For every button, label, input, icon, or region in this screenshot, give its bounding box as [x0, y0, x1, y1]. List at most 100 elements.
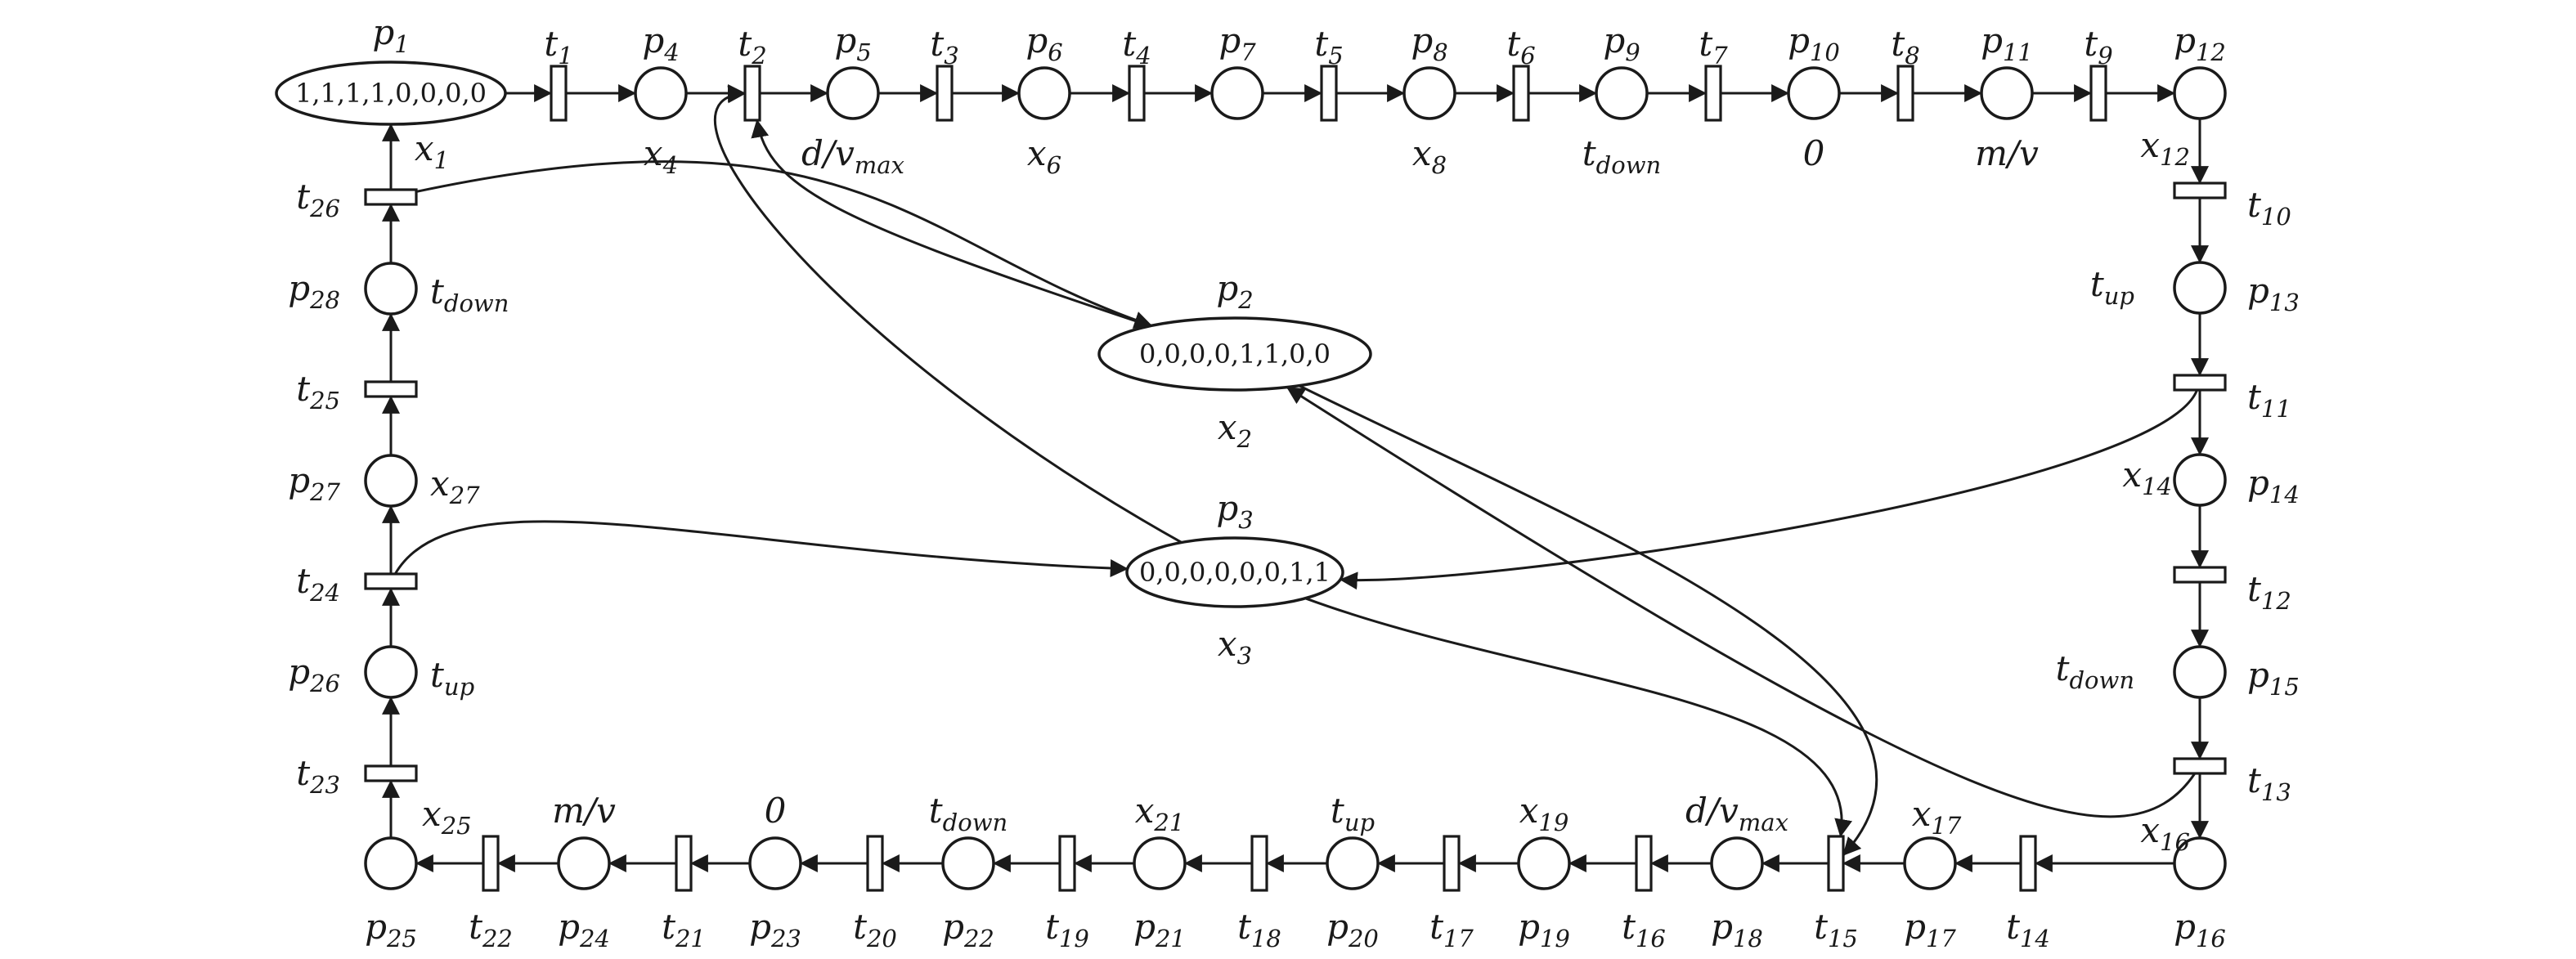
transition-t24 — [364, 572, 418, 590]
arc-t13-p2 — [1286, 386, 2197, 818]
marking-p3: 0,0,0,0,0,0,1,1 — [1139, 557, 1331, 588]
delay-p6: x6 — [1027, 133, 1061, 179]
place-p14 — [2173, 453, 2227, 507]
place-label-p15: p15 — [2247, 655, 2300, 701]
transition-t9 — [2089, 65, 2107, 122]
place-label-p28: p28 — [288, 268, 340, 314]
transition-label-t4: t4 — [1122, 24, 1151, 69]
transition-t15 — [1827, 835, 1845, 892]
transition-label-t5: t5 — [1314, 24, 1343, 69]
place-label-p13: p13 — [2247, 271, 2300, 316]
place-label-p18: p18 — [1711, 907, 1763, 952]
place-label-p25: p25 — [365, 907, 417, 952]
transition-t23 — [364, 764, 418, 782]
place-p23 — [748, 836, 802, 890]
place-p27 — [364, 454, 418, 508]
place-label-p11: p11 — [1981, 20, 2033, 66]
transition-label-t8: t8 — [1891, 24, 1919, 69]
delay-p15: tdown — [2056, 648, 2134, 694]
place-p4 — [634, 66, 688, 120]
place-p15 — [2173, 645, 2227, 699]
delay-p28: tdown — [430, 271, 509, 317]
delay-p10: 0 — [1803, 133, 1825, 173]
delay-p11: m/v — [1975, 133, 2039, 173]
var-p3: x3 — [1218, 624, 1252, 670]
token-place-p1 — [275, 60, 507, 126]
place-label-p6: p6 — [1025, 20, 1062, 66]
transition-t14 — [2019, 835, 2037, 892]
transition-t26 — [364, 188, 418, 206]
place-p6 — [1017, 66, 1071, 120]
place-label-p23: p23 — [749, 907, 801, 952]
delay-p20: tup — [1331, 791, 1375, 836]
transition-label-t3: t3 — [930, 24, 958, 69]
delay-p27: x27 — [430, 464, 480, 509]
place-p8 — [1402, 66, 1456, 120]
place-label-p22: p22 — [942, 907, 994, 952]
place-label-p1: p1 — [372, 12, 409, 58]
delay-p23: 0 — [765, 791, 787, 831]
transition-t3 — [936, 65, 954, 122]
place-label-p10: p10 — [1788, 20, 1840, 66]
transition-label-t23: t23 — [296, 753, 340, 799]
place-label-p20: p20 — [1326, 907, 1379, 952]
marking-p1: 1,1,1,1,0,0,0,0 — [295, 78, 487, 109]
delay-p21: x21 — [1135, 791, 1185, 836]
transition-label-t10: t10 — [2247, 185, 2291, 231]
place-p22 — [941, 836, 995, 890]
place-label-p5: p5 — [834, 20, 871, 66]
transition-t2 — [743, 65, 761, 122]
arc-p2-t15 — [1298, 384, 1878, 857]
var-p1: x1 — [415, 128, 449, 174]
transition-t17 — [1443, 835, 1461, 892]
delay-p5: d/vmax — [801, 133, 904, 179]
place-p13 — [2173, 261, 2227, 315]
place-label-p27: p27 — [288, 460, 340, 506]
var-p2: x2 — [1218, 407, 1252, 453]
transition-t22 — [482, 835, 500, 892]
transition-t13 — [2173, 757, 2227, 775]
nodes-layer — [275, 60, 2227, 892]
delay-p17: x17 — [1912, 794, 1962, 840]
delay-p24: m/v — [552, 791, 616, 831]
transition-label-t26: t26 — [296, 177, 340, 222]
place-label-p26: p26 — [288, 652, 340, 697]
delay-p26: tup — [430, 655, 474, 701]
place-p28 — [364, 262, 418, 316]
place-p26 — [364, 645, 418, 699]
transition-label-t18: t18 — [1237, 907, 1281, 952]
place-label-p9: p9 — [1603, 20, 1640, 66]
transition-t16 — [1635, 835, 1653, 892]
transition-t5 — [1320, 65, 1338, 122]
place-p7 — [1210, 66, 1264, 120]
transition-t4 — [1128, 65, 1146, 122]
transition-t6 — [1512, 65, 1530, 122]
transition-label-t2: t2 — [738, 24, 766, 69]
arc-t24-p3 — [393, 520, 1129, 577]
delay-p16: x16 — [2140, 810, 2190, 856]
arc-p3-t2 — [713, 85, 1183, 544]
arc-t26-p2 — [415, 160, 1153, 329]
place-p18 — [1710, 836, 1764, 890]
delay-p8: x8 — [1412, 133, 1447, 179]
transition-t12 — [2173, 566, 2227, 584]
arc-p3-t15 — [1304, 597, 1852, 838]
arc-p2-t2 — [751, 119, 1151, 328]
transition-label-t13: t13 — [2247, 760, 2291, 806]
place-p11 — [1980, 66, 2034, 120]
transition-label-t1: t1 — [544, 24, 572, 69]
transition-label-t25: t25 — [296, 369, 340, 415]
token-place-p3 — [1125, 536, 1344, 608]
place-p19 — [1517, 836, 1571, 890]
transition-label-t15: t15 — [1814, 907, 1858, 952]
place-label-p4: p4 — [642, 20, 679, 66]
arc-t11-p3 — [1339, 389, 2198, 590]
delay-p18: d/vmax — [1685, 791, 1788, 836]
place-p17 — [1903, 836, 1957, 890]
token-place-p2 — [1097, 316, 1372, 392]
transition-label-t19: t19 — [1045, 907, 1089, 952]
place-p10 — [1787, 66, 1841, 120]
arcs-layer — [382, 84, 2209, 872]
place-p9 — [1595, 66, 1649, 120]
